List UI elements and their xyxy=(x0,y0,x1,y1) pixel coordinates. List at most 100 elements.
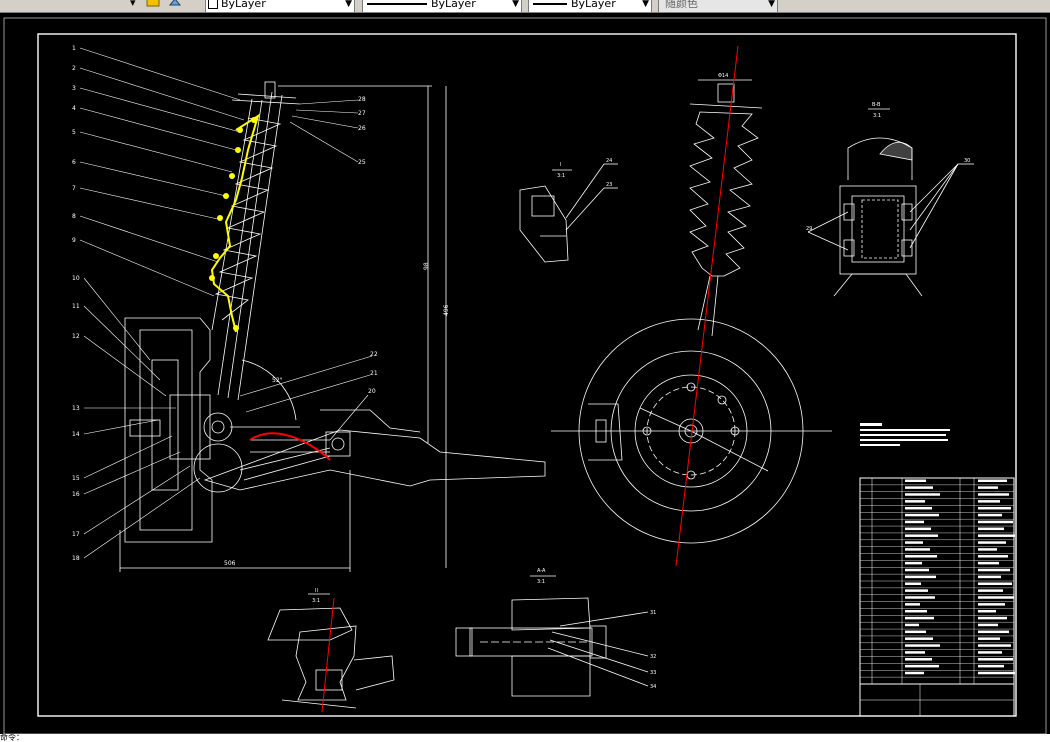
table-cell-text xyxy=(905,651,925,654)
layer-previous-icon[interactable] xyxy=(168,0,182,10)
section-aa-labels: A-A 3:1 31 32 33 34 xyxy=(537,568,656,690)
dim-height-a: 98 xyxy=(423,262,430,270)
front-strut-view xyxy=(551,79,832,544)
section-bb-view xyxy=(807,108,974,297)
layer-state-icon[interactable] xyxy=(146,0,160,10)
layer-dropdown-arrow[interactable]: ▾ xyxy=(130,0,136,9)
section-aa-callout-32: 32 xyxy=(650,654,656,660)
color-control-value: ByLayer xyxy=(221,0,266,10)
command-line[interactable]: 命令： xyxy=(0,734,1050,742)
callout-18: 18 xyxy=(72,555,80,562)
callout-21: 21 xyxy=(370,370,378,377)
detail-ii-centerline xyxy=(321,597,335,713)
table-cell-text xyxy=(905,555,937,558)
table-cell-text xyxy=(905,609,927,613)
table-cell-text xyxy=(978,630,1009,634)
callout-26: 26 xyxy=(358,125,366,132)
chevron-down-icon: ▼ xyxy=(768,0,775,9)
callout-28: 28 xyxy=(358,96,366,103)
callout-25: 25 xyxy=(358,159,366,166)
table-cell-text xyxy=(978,506,1011,510)
properties-toolbar: ▾ ByLayer ▼ ByLayer ▼ ByLayer ▼ 随颜色 ▼ xyxy=(0,0,1050,13)
table-cell-text xyxy=(905,603,920,606)
callout-11: 11 xyxy=(72,303,80,310)
callout-12: 12 xyxy=(72,333,80,340)
table-cell-text xyxy=(978,493,1009,496)
chevron-down-icon: ▼ xyxy=(345,0,352,9)
dim-height-b: 496 xyxy=(443,304,450,316)
drawing-canvas[interactable]: 1 2 3 4 5 6 7 8 9 10 11 12 13 14 15 16 1… xyxy=(0,13,1050,735)
section-bb-callout-30: 30 xyxy=(964,158,970,164)
table-cell-text xyxy=(978,582,1012,585)
callout-6: 6 xyxy=(72,159,76,166)
table-cell-text xyxy=(978,644,1011,647)
section-aa-view xyxy=(455,575,649,697)
detail-i-scale: 3:1 xyxy=(557,173,565,179)
detail-i-callout-24: 24 xyxy=(606,158,612,164)
table-cell-text xyxy=(905,644,940,647)
table-cell-text xyxy=(978,658,1013,661)
callout-1: 1 xyxy=(72,45,76,52)
lineweight-control-select[interactable]: ByLayer ▼ xyxy=(528,0,652,12)
detail-ii-scale: 3:1 xyxy=(312,598,320,604)
table-cell-text xyxy=(978,486,998,489)
plotstyle-control-select[interactable]: 随颜色 ▼ xyxy=(658,0,778,12)
table-cell-text xyxy=(905,479,926,482)
table-cell-text xyxy=(905,534,938,537)
table-cell-text xyxy=(905,520,924,524)
callout-17: 17 xyxy=(72,531,80,538)
table-cell-text xyxy=(905,548,930,551)
detail-i-callout-23: 23 xyxy=(606,182,612,188)
table-cell-text xyxy=(978,548,997,551)
brake-hose xyxy=(249,432,331,461)
section-aa-callout-33: 33 xyxy=(650,670,656,676)
dim-bottom: 506 xyxy=(224,560,236,567)
callout-5: 5 xyxy=(72,129,76,136)
table-cell-text xyxy=(978,671,1015,675)
detail-i-title: I xyxy=(560,162,561,168)
table-cell-text xyxy=(905,506,932,510)
table-cell-text xyxy=(978,568,1010,572)
linetype-control-value: ByLayer xyxy=(431,0,476,10)
callout-27: 27 xyxy=(358,110,366,117)
table-cell-text xyxy=(905,527,931,531)
plotstyle-control-value: 随颜色 xyxy=(665,0,698,10)
callout-13: 13 xyxy=(72,405,80,412)
section-aa-callout-31: 31 xyxy=(650,610,656,616)
table-cell-text xyxy=(905,658,932,661)
section-bb-title: B-B xyxy=(872,102,881,108)
table-cell-text xyxy=(905,582,921,585)
table-cell-text xyxy=(978,555,1008,558)
detail-i-labels: I 3:1 24 23 xyxy=(557,158,612,188)
callout-10: 10 xyxy=(72,275,80,282)
table-cell-text xyxy=(905,589,928,592)
callout-8: 8 xyxy=(72,213,76,220)
table-cell-text xyxy=(905,575,936,579)
detail-ii-title: II xyxy=(315,588,318,594)
dim-angle: 52° xyxy=(272,377,283,384)
table-cell-text xyxy=(905,664,939,668)
table-cell-text xyxy=(905,623,919,627)
table-cell-text xyxy=(978,527,1004,531)
callout-2: 2 xyxy=(72,65,76,72)
table-cell-text xyxy=(905,671,924,675)
left-callouts: 1 2 3 4 5 6 7 8 9 10 11 12 13 14 15 16 1… xyxy=(72,45,450,567)
table-cell-text xyxy=(978,664,1004,668)
chevron-down-icon: ▼ xyxy=(642,0,649,9)
table-cell-text xyxy=(905,568,929,572)
detail-ii-labels: II 3:1 xyxy=(312,588,320,604)
table-cell-text xyxy=(905,561,922,565)
table-cell-text xyxy=(978,479,1007,482)
section-aa-scale: 3:1 xyxy=(537,579,545,585)
linetype-control-select[interactable]: ByLayer ▼ xyxy=(362,0,522,12)
table-cell-text xyxy=(978,534,1015,537)
parts-list-rows xyxy=(860,479,1015,678)
table-cell-text xyxy=(905,630,926,634)
technical-notes xyxy=(860,423,950,446)
callout-4: 4 xyxy=(72,105,76,112)
color-control-select[interactable]: ByLayer ▼ xyxy=(205,0,355,12)
table-cell-text xyxy=(905,493,940,496)
table-cell-text xyxy=(905,616,934,620)
coil-spring xyxy=(209,113,260,333)
table-cell-text xyxy=(978,589,1003,592)
